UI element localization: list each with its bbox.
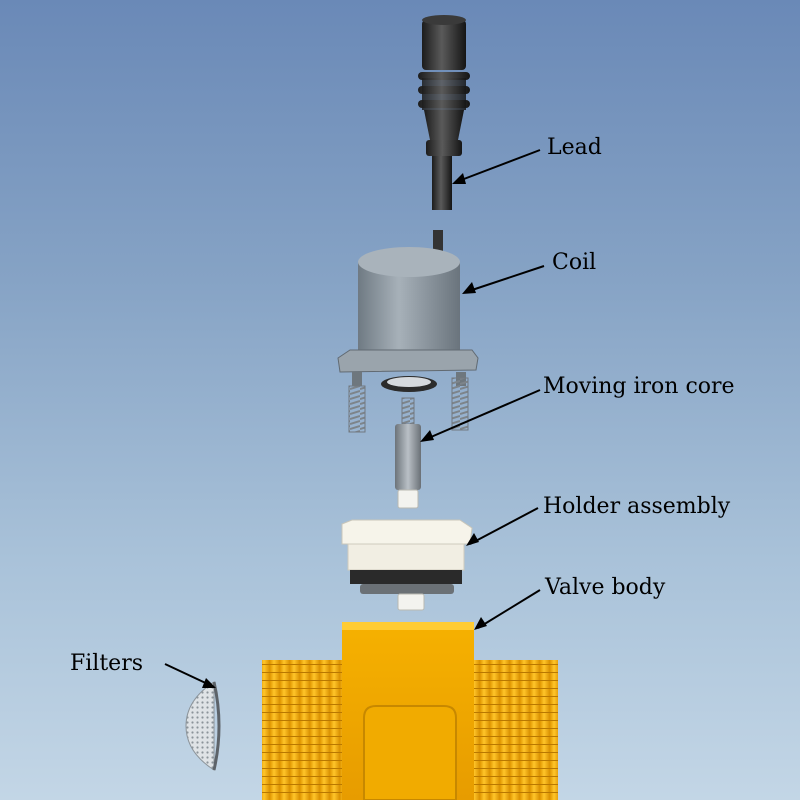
coil-part xyxy=(337,230,479,433)
label-valve-body: Valve body xyxy=(545,575,666,600)
label-lead: Lead xyxy=(547,135,602,160)
valve-body-part xyxy=(262,622,558,800)
filter-part xyxy=(185,681,221,771)
arrow-heads xyxy=(202,173,487,688)
core-part xyxy=(395,397,421,509)
leader-arrows xyxy=(164,149,545,687)
label-filters: Filters xyxy=(70,651,144,676)
holder-part xyxy=(341,519,473,611)
label-holder-assembly: Holder assembly xyxy=(543,494,731,519)
lead-part xyxy=(418,15,470,210)
label-moving-iron-core: Moving iron core xyxy=(543,374,735,399)
label-coil: Coil xyxy=(552,250,597,275)
